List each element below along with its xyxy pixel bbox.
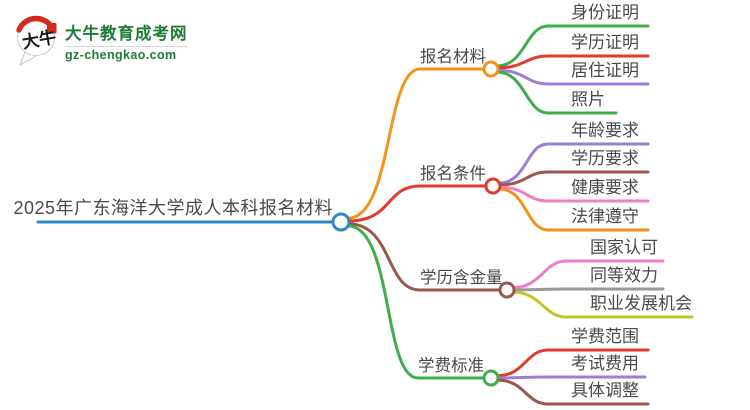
subtopic-label: 居住证明 xyxy=(571,61,639,81)
branch-topic-label: 学费标准 xyxy=(418,356,484,375)
subtopic-connector xyxy=(497,187,650,232)
logo-divider xyxy=(65,46,188,47)
subtopic-label: 职业发展机会 xyxy=(590,294,692,314)
logo-red-seal xyxy=(47,23,57,34)
root-node-circle xyxy=(331,212,351,232)
branch-node-circle xyxy=(482,60,500,78)
subtopic-connector xyxy=(497,185,650,203)
subtopic-connector xyxy=(495,54,650,70)
subtopic-connector xyxy=(495,68,650,86)
mindmap-root-label: 2025年广东海洋大学成人本科报名材料 xyxy=(13,198,333,219)
subtopic-connector xyxy=(495,70,618,115)
branch-node-circle xyxy=(482,369,500,387)
subtopic-label: 身份证明 xyxy=(571,3,639,23)
logo-text-block: 大牛教育成考网 gz-chengkao.com xyxy=(65,20,188,62)
subtopic-connector xyxy=(497,170,650,187)
site-domain: gz-chengkao.com xyxy=(65,48,177,62)
subtopic-label: 健康要求 xyxy=(571,178,639,198)
subtopic-label: 国家认可 xyxy=(590,238,658,258)
branch-topic-label: 报名材料 xyxy=(420,47,486,66)
subtopic-connector xyxy=(511,287,665,292)
site-name: 大牛教育成考网 xyxy=(65,25,188,43)
site-logo: 大牛 大牛教育成考网 gz-chengkao.com xyxy=(12,13,188,67)
branch-topic-label: 学历含金量 xyxy=(420,268,503,287)
subtopic-connector xyxy=(495,348,650,378)
branch-node-circle xyxy=(498,281,516,299)
subtopic-label: 学历要求 xyxy=(571,149,639,169)
subtopic-connector xyxy=(511,290,694,319)
subtopic-label: 考试费用 xyxy=(571,354,639,374)
subtopic-label: 学费范围 xyxy=(571,327,639,347)
subtopic-connector xyxy=(495,375,647,380)
branch-connector xyxy=(346,222,502,292)
subtopic-label: 具体调整 xyxy=(571,381,639,401)
branch-topic-label: 报名条件 xyxy=(420,164,486,183)
logo-bull-icon: 大牛 xyxy=(16,15,58,67)
subtopic-connector xyxy=(495,24,650,68)
subtopic-label: 法律遵守 xyxy=(571,207,639,227)
branch-node-circle xyxy=(484,177,502,195)
subtopic-label: 照片 xyxy=(571,90,605,110)
subtopic-label: 同等效力 xyxy=(590,266,658,286)
subtopic-label: 年龄要求 xyxy=(571,121,639,141)
branch-connector xyxy=(346,67,486,220)
branch-connector xyxy=(346,184,488,223)
subtopic-connector xyxy=(497,142,650,185)
subtopic-label: 学历证明 xyxy=(571,33,639,53)
subtopic-connector xyxy=(495,378,650,406)
logo-red-arc xyxy=(16,15,54,33)
branch-connector xyxy=(346,224,486,380)
subtopic-connector xyxy=(511,259,665,290)
